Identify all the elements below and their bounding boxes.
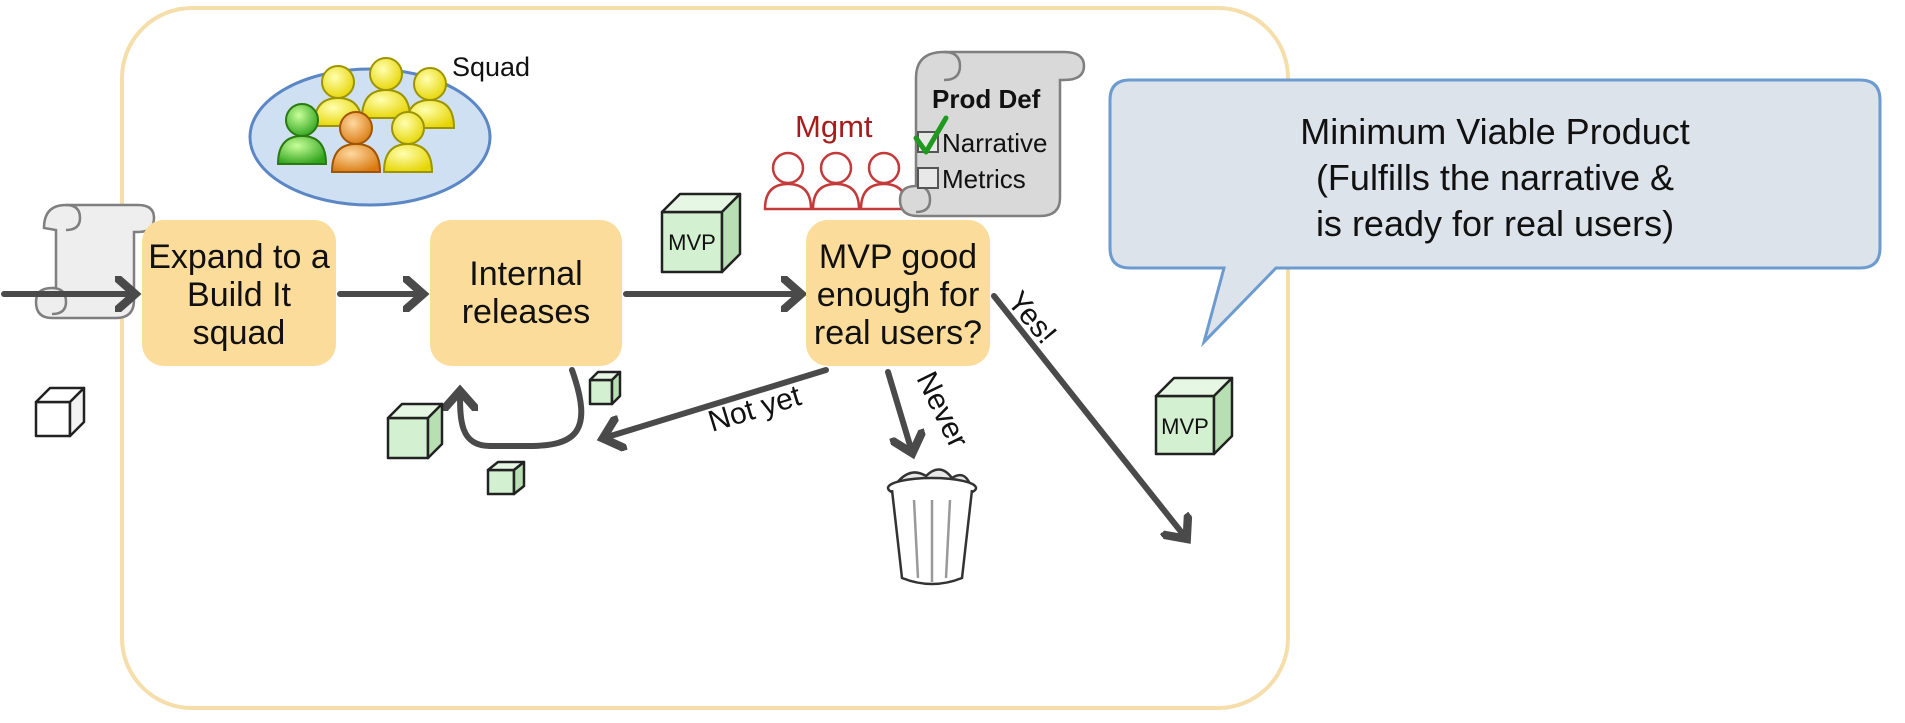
stage-internal-line-1: Internal [469, 255, 582, 293]
mgmt-person-icon [763, 151, 813, 211]
callout-line-2: (Fulfills the narrative & [1316, 157, 1674, 198]
arrow-yes [991, 293, 1186, 538]
narrative-label: Narrative [942, 128, 1047, 158]
callout-bubble [1108, 78, 1882, 348]
arrow-not-yet [604, 367, 829, 438]
release-cube-icon [386, 402, 444, 460]
squad-group: Squad [248, 52, 530, 207]
squad-person-icon [312, 65, 364, 127]
prod-def-scroll: Prod Def Narrative Metrics [898, 50, 1086, 218]
arrow-internal-loop [460, 367, 585, 449]
stage-mvp-line-3: real users? [814, 314, 982, 352]
release-cube-icon [486, 460, 526, 496]
mgmt-label: Mgmt [795, 109, 873, 144]
arrow-never [885, 369, 912, 452]
edge-not-yet-label: Not yet [704, 379, 805, 439]
edge-never-label: Never [910, 367, 975, 453]
release-cube-icon [588, 370, 622, 406]
prod-def-title: Prod Def [932, 84, 1041, 114]
trash-can-icon [886, 468, 978, 586]
callout-line-3: is ready for real users) [1316, 203, 1674, 244]
stage-mvp-line-1: MVP good [819, 238, 977, 276]
squad-person-icon [382, 111, 434, 173]
stage-expand-line-1: Expand to a [148, 238, 330, 276]
stage-expand-line-3: squad [193, 314, 286, 352]
squad-person-icon [276, 103, 328, 165]
metrics-label: Metrics [942, 164, 1026, 194]
mvp-cube-icon: MVP [1154, 376, 1234, 456]
incoming-cube-icon [34, 386, 86, 438]
stage-internal-line-2: releases [462, 293, 591, 331]
squad-person-icon [330, 111, 382, 173]
squad-label: Squad [452, 52, 530, 82]
stage-mvp-good-enough: MVP good enough for real users? [806, 220, 990, 366]
stage-internal-releases: Internal releases [430, 220, 622, 366]
process-frame [120, 6, 1290, 710]
incoming-scroll-icon [34, 203, 156, 320]
mvp-cube-icon: MVP [660, 192, 742, 274]
stage-expand-line-2: Build It [187, 276, 291, 314]
stage-mvp-line-2: enough for [817, 276, 980, 314]
mvp-cube-label-output: MVP [1161, 414, 1209, 439]
check-mark-icon [913, 115, 949, 155]
metrics-checkbox [917, 167, 939, 189]
callout-line-1: Minimum Viable Product [1300, 111, 1690, 152]
stage-expand-squad: Expand to a Build It squad [142, 220, 336, 366]
mgmt-person-icon [811, 151, 861, 211]
mgmt-person-icon [859, 151, 909, 211]
squad-person-icon [360, 57, 412, 119]
mvp-cube-label: MVP [668, 230, 716, 255]
